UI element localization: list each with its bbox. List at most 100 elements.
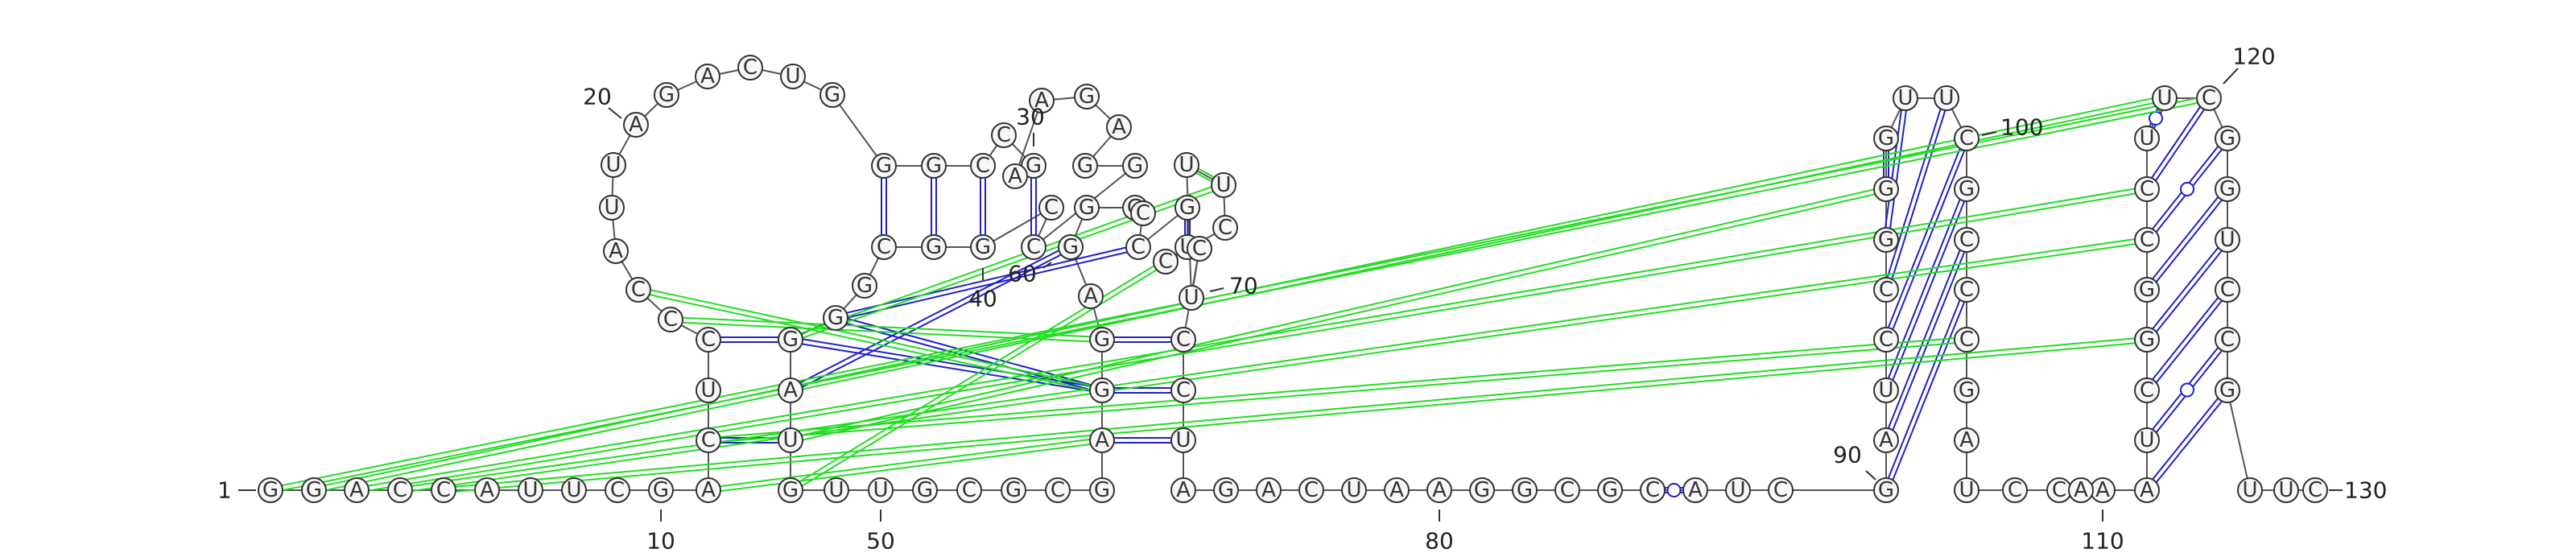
nucleotide-base: G bbox=[1878, 478, 1894, 502]
nucleotide-69: U bbox=[1174, 152, 1199, 178]
nucleotide-base: C bbox=[743, 56, 758, 80]
nucleotide-base: C bbox=[2052, 478, 2066, 502]
canonical-pair bbox=[789, 244, 1072, 394]
nucleotide-88: U bbox=[1725, 477, 1751, 503]
nucleotide-124: U bbox=[2215, 227, 2240, 253]
nucleotide-113: U bbox=[2134, 427, 2160, 453]
canonical-pair bbox=[980, 166, 986, 247]
position-label-110: 110 bbox=[2081, 510, 2124, 555]
nucleotide-105: G bbox=[1954, 378, 1979, 403]
nucleotide-base: A bbox=[1176, 478, 1191, 502]
nucleotide-43: G bbox=[823, 305, 848, 331]
nucleotide-base: U bbox=[2139, 428, 2154, 452]
nucleotide-base: G bbox=[2139, 328, 2155, 352]
position-label-40: 40 bbox=[968, 268, 997, 312]
nucleotide-base: U bbox=[605, 153, 621, 177]
backbone-segment bbox=[1014, 100, 1042, 177]
canonical-pair bbox=[1102, 437, 1183, 444]
nucleotide-base: U bbox=[2278, 478, 2293, 502]
nucleotide-base: C bbox=[2140, 177, 2154, 201]
nucleotide-base: C bbox=[1218, 216, 1232, 240]
nucleotide-63: C bbox=[1125, 234, 1151, 260]
nucleotide-16: C bbox=[625, 277, 651, 303]
canonical-pair bbox=[2144, 388, 2231, 493]
nucleotide-92: U bbox=[1873, 378, 1899, 403]
nucleotide-base: C bbox=[393, 478, 407, 502]
nucleotide-34: A bbox=[1106, 114, 1132, 140]
nucleotide-base: U bbox=[1878, 378, 1893, 402]
nucleotide-base: G bbox=[2219, 126, 2235, 151]
nucleotide-base: C bbox=[962, 478, 976, 502]
nucleotide-24: U bbox=[780, 64, 806, 89]
nucleotide-115: G bbox=[2134, 327, 2160, 353]
nucleotide-base: C bbox=[2202, 86, 2216, 110]
nucleotide-base: G bbox=[1077, 154, 1093, 178]
canonical-pair bbox=[1102, 336, 1183, 343]
nucleotide-71: C bbox=[1187, 236, 1212, 262]
nucleotide-17: A bbox=[603, 238, 629, 264]
position-label-100: 100 bbox=[1981, 114, 2043, 141]
nucleotide-base: U bbox=[1730, 478, 1745, 502]
nucleotide-125: C bbox=[2215, 277, 2240, 303]
pseudoknot-pair bbox=[708, 336, 1967, 444]
nucleotide-base: C bbox=[701, 428, 716, 452]
nucleotide-23: C bbox=[737, 55, 763, 80]
nucleotide-13: U bbox=[696, 378, 721, 403]
nucleotide-base: U bbox=[1938, 86, 1954, 110]
nucleotide-11: A bbox=[696, 477, 721, 503]
nucleotide-2: G bbox=[301, 477, 327, 503]
nucleotide-87: A bbox=[1682, 477, 1708, 503]
position-label-20: 20 bbox=[583, 84, 622, 119]
nucleotide-base: U bbox=[700, 378, 716, 402]
nucleotide-12: C bbox=[696, 427, 721, 453]
nucleotide-base: G bbox=[917, 478, 933, 502]
nucleotide-base: G bbox=[306, 478, 322, 502]
nucleotide-27: G bbox=[921, 153, 947, 179]
nucleotide-44: G bbox=[778, 327, 803, 353]
nucleotide-base: C bbox=[1131, 235, 1146, 259]
nucleotide-102: C bbox=[1954, 227, 1979, 253]
nucleotide-base: G bbox=[2139, 278, 2155, 302]
nucleotide-50: G bbox=[912, 477, 938, 503]
nucleotide-base: G bbox=[926, 235, 942, 259]
nucleotide-base: G bbox=[975, 235, 991, 259]
nucleotide-81: A bbox=[1426, 477, 1452, 503]
position-label-70: 70 bbox=[1209, 273, 1258, 299]
nucleotide-base: G bbox=[1474, 478, 1490, 502]
nucleotide-base: G bbox=[1094, 378, 1110, 402]
nucleotide-103: C bbox=[1954, 277, 1979, 303]
nucleotide-base: G bbox=[1094, 478, 1110, 502]
nucleotide-base: G bbox=[658, 83, 675, 107]
wobble-pair bbox=[2144, 337, 2231, 443]
nucleotide-116: G bbox=[2134, 277, 2160, 303]
nucleotide-93: C bbox=[1873, 327, 1899, 353]
nucleotide-base: U bbox=[566, 478, 581, 502]
nucleotide-90: G bbox=[1873, 477, 1899, 503]
nucleotide-46: U bbox=[778, 427, 803, 453]
nucleotide-79: U bbox=[1341, 477, 1367, 503]
canonical-pair bbox=[931, 166, 937, 247]
nucleotide-49: U bbox=[868, 477, 894, 503]
nucleotide-base: U bbox=[873, 478, 888, 502]
nucleotide-20: A bbox=[623, 112, 649, 138]
nucleotide-base: C bbox=[1879, 278, 1893, 302]
nucleotide-base: U bbox=[1216, 173, 1231, 197]
nucleotide-base: A bbox=[1112, 115, 1126, 139]
nucleotide-19: U bbox=[601, 152, 626, 178]
pseudoknot-pair bbox=[443, 336, 2148, 493]
nucleotide-37: C bbox=[1021, 234, 1046, 260]
nucleotide-98: U bbox=[1893, 85, 1918, 111]
position-label-90: 90 bbox=[1833, 442, 1876, 481]
nucleotide-base: G bbox=[1602, 478, 1618, 502]
nucleotide-base: C bbox=[663, 307, 678, 332]
nucleotide-base: G bbox=[1079, 196, 1095, 220]
nucleotide-base: C bbox=[1304, 478, 1319, 502]
nucleotide-5: C bbox=[431, 477, 456, 503]
position-label-120: 120 bbox=[2223, 43, 2276, 85]
nucleotide-99: U bbox=[1934, 85, 1959, 111]
nucleotide-base: U bbox=[2242, 478, 2257, 502]
nucleotide-36: G bbox=[1122, 153, 1148, 179]
nucleotide-33: G bbox=[1074, 84, 1100, 109]
nucleotide-base: C bbox=[436, 478, 451, 502]
